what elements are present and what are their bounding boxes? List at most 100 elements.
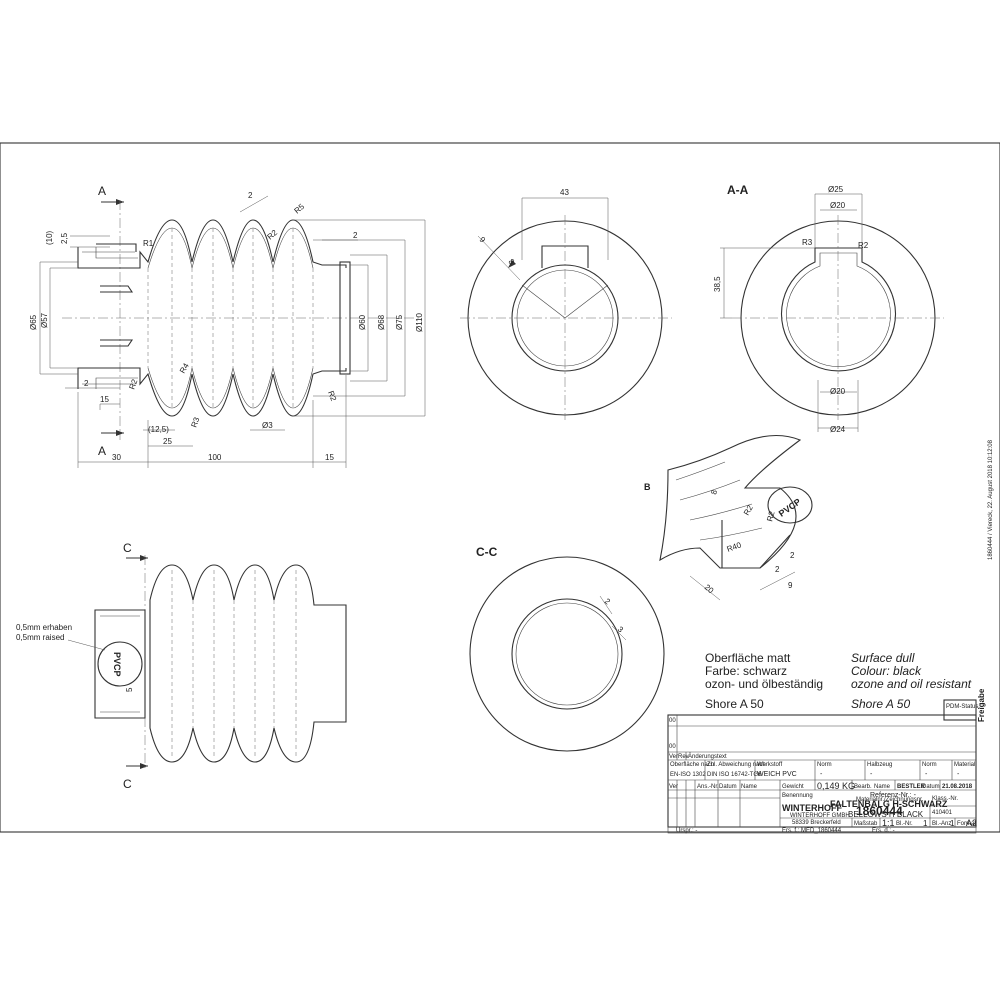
title-en: BELLOWS H BLACK: [848, 810, 924, 819]
semi-value: -: [870, 771, 873, 778]
norm2-header: Norm: [922, 762, 937, 768]
material-notes: Oberfläche matt Farbe: schwarz ozon- und…: [705, 651, 972, 711]
semi-header: Halbzeug: [867, 762, 892, 768]
count-header: Bl.-Anz.: [932, 821, 953, 827]
benennung-header: Benennung: [782, 793, 813, 799]
section-label-a-bottom: A: [98, 444, 106, 458]
dim-front-68: Ø68: [377, 314, 386, 330]
section-label-a-a: A-A: [727, 183, 749, 197]
sheet-header: Bl.-Nr.: [896, 821, 913, 827]
rev-col-ver: Ver: [669, 754, 678, 760]
dim-b-20: 20: [703, 583, 716, 596]
dim-aa-r2: R2: [858, 241, 869, 250]
date-value: 21.08.2018: [942, 784, 973, 790]
material2-header: Material: [954, 762, 975, 768]
dim-front-r2b: R2: [127, 377, 139, 390]
norm-header: Norm: [817, 762, 832, 768]
tolerance-header: Zul. Abweichung nach: [707, 762, 766, 768]
scale-value: 1:1: [882, 818, 895, 828]
dim-front-d3: Ø3: [262, 421, 273, 430]
weight-value: 0,149 KG: [817, 781, 855, 791]
tolerance-value: DIN ISO 16742-TG6: [707, 772, 762, 778]
side-view-pvcp: PVCP: [112, 652, 122, 677]
rev-00-b: 00: [669, 744, 676, 750]
section-c-c-view: C-C 2 3: [469, 545, 665, 752]
rev-col-rev: Rev: [678, 754, 689, 760]
scale-header: Maßstab: [854, 821, 878, 827]
drawing-number: 1860444: [856, 804, 903, 818]
dim-front-r3: R3: [189, 415, 201, 428]
detail-b-pvcp: PVCP: [777, 497, 803, 519]
dim-front-12-5: (12,5): [148, 425, 169, 434]
dim-front-100: 100: [208, 453, 222, 462]
class-value: 410401: [932, 810, 953, 816]
surface-value: EN-ISO 1302: [670, 772, 706, 778]
dim-aa-24: Ø24: [830, 425, 846, 434]
hdr-datum: Datum: [719, 784, 737, 790]
company-logo: WINTERHOFF: [782, 803, 842, 813]
dim-aa-25: Ø25: [828, 185, 844, 194]
note-raised-en: 0,5mm raised: [16, 633, 64, 642]
weight-header: Gewicht: [782, 784, 804, 790]
edited-value: BESTLER: [897, 784, 926, 790]
drawing-frame: [0, 142, 1000, 833]
sheet-value: 1: [923, 819, 928, 828]
section-a-a-view: A-A Ø25 Ø20 R3 R2 38,5 Ø20 Ø24: [713, 183, 944, 434]
note-en-1: Colour: black: [851, 664, 922, 678]
side-print-text: 1860444 / Viereck, 22. August 2018 10:12…: [988, 439, 994, 560]
hdr-ans: Ans.-Nr.: [697, 784, 719, 790]
dim-front-2top: 2: [248, 191, 253, 200]
detail-b-view: B PVCP 8 R2 R40 R2 2 2 20 9: [644, 435, 813, 601]
dim-front-2a: 2: [84, 379, 89, 388]
section-label-c-bottom: C: [123, 777, 132, 791]
title-block: PDM-Status: Freigabe 1860444 / Viereck, …: [667, 439, 994, 834]
dim-front-110: Ø110: [415, 312, 424, 332]
rev-col-text: Änderungstext: [688, 753, 727, 760]
note-de-1: Farbe: schwarz: [705, 664, 787, 678]
note-en-3: Shore A 50: [851, 697, 910, 711]
replaces-text: Ers. f.: MED_1860444: [782, 828, 842, 834]
dim-side-5: 5: [125, 687, 134, 692]
dim-front-r5: R5: [293, 202, 307, 216]
dim-front-75: Ø75: [395, 314, 404, 330]
side-view: C C PVCP 0,5mm erhaben 0,5mm raised 5: [16, 541, 347, 791]
section-label-c-top: C: [123, 541, 132, 555]
replaced-by-text: Ers. d.: -: [872, 828, 895, 834]
company-name: WINTERHOFF GMBH: [790, 813, 850, 819]
count-value: 1: [950, 819, 955, 828]
dim-front-15b: 15: [325, 453, 334, 462]
edited-header: Bearb.: [854, 784, 872, 790]
dim-front-r4: R4: [178, 361, 191, 375]
dim-b-2a: 2: [790, 551, 795, 560]
date-header: Datum: [922, 784, 940, 790]
dim-front-65: Ø65: [29, 314, 38, 330]
material-value: WEICH PVC: [757, 771, 797, 778]
company-city: 58339 Breckerfeld: [792, 820, 841, 826]
note-de-0: Oberfläche matt: [705, 651, 791, 665]
dim-aa-20-top: Ø20: [830, 201, 846, 210]
dim-cc-2: 2: [603, 597, 613, 607]
dim-front-57: Ø57: [40, 312, 49, 328]
hidden-fold-lines: [147, 228, 314, 408]
material2-value: -: [957, 771, 960, 778]
norm-value: -: [820, 771, 823, 778]
material-header: Werkstoff: [757, 762, 782, 768]
dim-aa-38-5: 38,5: [713, 276, 722, 292]
dim-cc-3: 3: [616, 625, 626, 635]
drawing-number-header: Materialnr./Zeichnungsnr.: [856, 797, 924, 803]
dim-front-60: Ø60: [358, 314, 367, 330]
front-section-view: A A: [29, 184, 426, 468]
dim-end-9: 9: [478, 235, 488, 245]
dim-front-15a: 15: [100, 395, 109, 404]
section-label-a-top: A: [98, 184, 106, 198]
dim-front-2-5: 2,5: [60, 232, 69, 244]
format-value: A2: [966, 818, 977, 828]
end-view: 43 9 8: [460, 188, 672, 420]
section-label-c-c: C-C: [476, 545, 498, 559]
pdm-release-stamp: Freigabe: [977, 688, 986, 722]
dim-end-43: 43: [560, 188, 569, 197]
dim-b-r2a: R2: [742, 503, 755, 517]
section-label-b: B: [644, 482, 651, 492]
dim-b-9: 9: [788, 581, 793, 590]
